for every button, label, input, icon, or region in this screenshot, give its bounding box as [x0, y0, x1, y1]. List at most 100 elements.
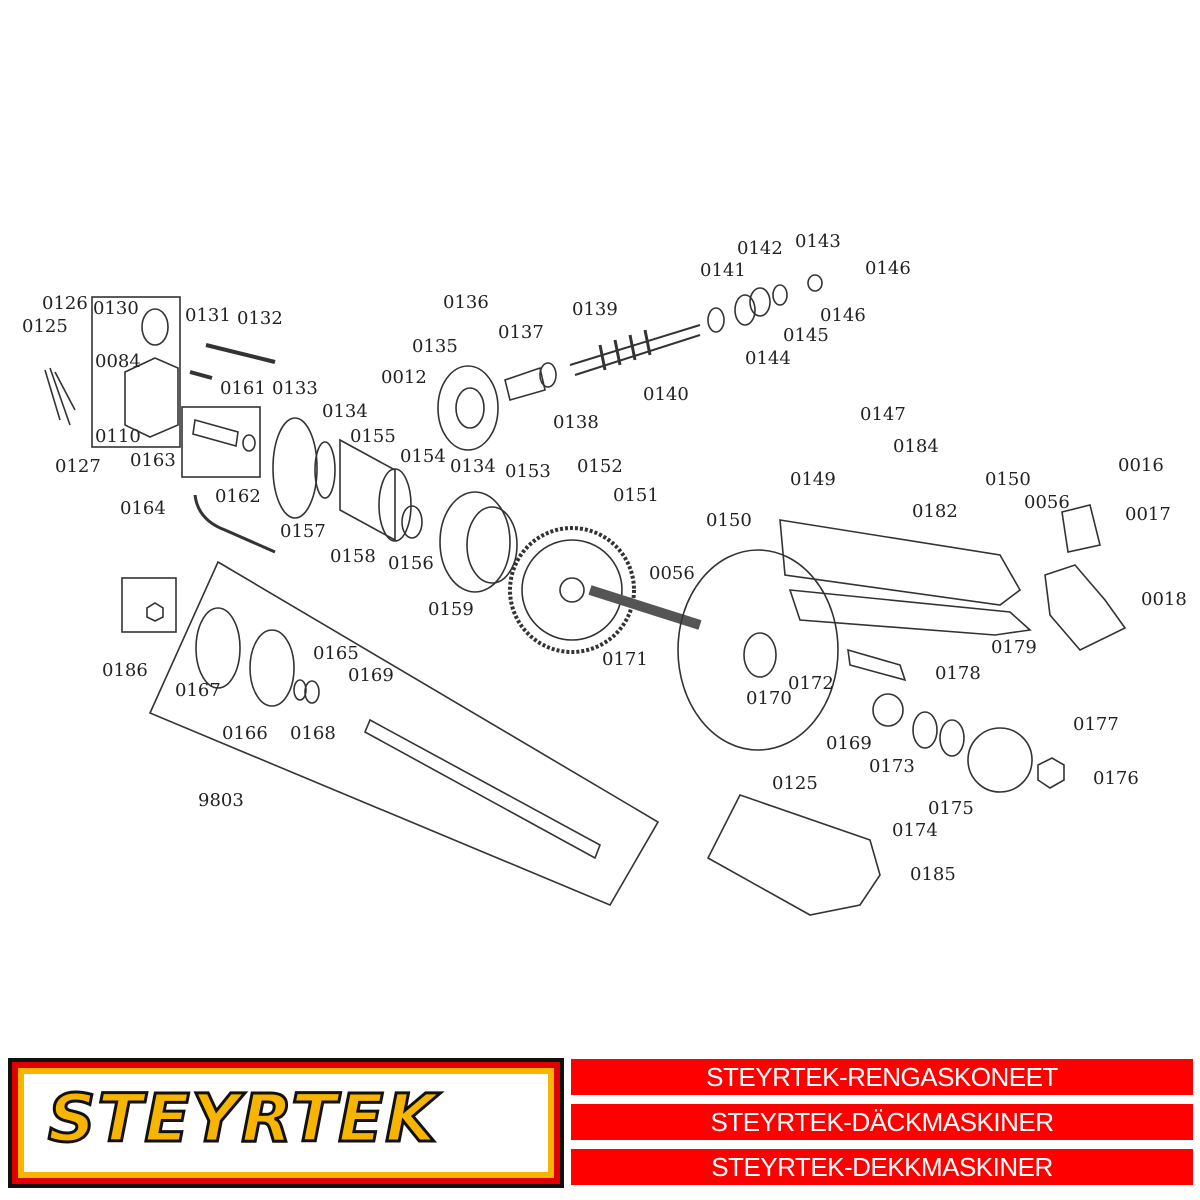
band-swedish: STEYRTEK-DÄCKMASKINER [571, 1104, 1193, 1140]
part-0136-pulley-inner [455, 387, 485, 429]
part-label-0182: 0182 [912, 501, 958, 522]
part-label-0179: 0179 [991, 637, 1037, 658]
part-label-0169: 0169 [348, 665, 394, 686]
part-0173-ring-2 [939, 719, 965, 757]
part-label-0147: 0147 [860, 404, 906, 425]
part-0140-worm [569, 324, 701, 376]
part-label-0127: 0127 [55, 456, 101, 477]
part-label-0158: 0158 [330, 546, 376, 567]
part-label-9803: 9803 [198, 790, 244, 811]
part-label-0140: 0140 [643, 384, 689, 405]
steyrtek-logo: STEYRTEK [8, 1058, 564, 1188]
part-0155-sleeve [339, 438, 396, 542]
part-label-0145: 0145 [783, 325, 829, 346]
part-0186-nut [146, 602, 164, 622]
part-label-0133: 0133 [272, 378, 318, 399]
part-label-0184: 0184 [893, 436, 939, 457]
valve-group-frame [91, 296, 181, 448]
band-norwegian: STEYRTEK-DEKKMASKINER [571, 1149, 1193, 1185]
part-label-0134: 0134 [450, 456, 496, 477]
part-label-0154: 0154 [400, 446, 446, 467]
part-0127-lever [44, 367, 76, 426]
part-label-0056: 0056 [1024, 492, 1070, 513]
part-label-0157: 0157 [280, 521, 326, 542]
part-0149-arm-lower [788, 589, 1032, 636]
part-label-0167: 0167 [175, 680, 221, 701]
part-0176-nut [1037, 757, 1065, 789]
part-0161-ring [242, 434, 256, 452]
part-label-0137: 0137 [498, 322, 544, 343]
part-0185-guard [706, 794, 881, 916]
part-0171-disc [677, 549, 839, 751]
part-0169-bushing [872, 693, 904, 727]
part-label-0125: 0125 [772, 773, 818, 794]
part-0142-ring [734, 294, 756, 326]
part-0138-washer [539, 362, 557, 388]
part-label-0141: 0141 [700, 260, 746, 281]
part-0144-bearing [749, 287, 771, 317]
part-label-0171: 0171 [602, 649, 648, 670]
part-0131-screw [189, 370, 213, 380]
part-label-0012: 0012 [381, 367, 427, 388]
part-0152-gear-inner [521, 539, 623, 641]
part-label-0162: 0162 [215, 486, 261, 507]
part-label-0146: 0146 [820, 305, 866, 326]
part-label-0150: 0150 [985, 469, 1031, 490]
part-label-0016: 0016 [1118, 455, 1164, 476]
part-0152-gear-hub [559, 577, 585, 603]
part-label-0126: 0126 [42, 293, 88, 314]
part-0140-thread [598, 329, 652, 371]
part-label-0161: 0161 [220, 378, 266, 399]
part-label-0018: 0018 [1141, 589, 1187, 610]
part-0177-flange [967, 727, 1033, 793]
part-label-0155: 0155 [350, 426, 396, 447]
part-0166-seal [249, 629, 295, 707]
part-label-0150: 0150 [706, 510, 752, 531]
part-label-0151: 0151 [613, 485, 659, 506]
part-label-0110: 0110 [95, 426, 141, 447]
part-label-0165: 0165 [313, 643, 359, 664]
part-0134-ring [314, 441, 336, 499]
part-label-0176: 0176 [1093, 768, 1139, 789]
part-label-0017: 0017 [1125, 504, 1171, 525]
part-label-0168: 0168 [290, 723, 336, 744]
part-label-0159: 0159 [428, 599, 474, 620]
part-label-0156: 0156 [388, 553, 434, 574]
part-label-0138: 0138 [553, 412, 599, 433]
logo-wordmark: STEYRTEK [47, 1079, 439, 1159]
part-label-0152: 0152 [577, 456, 623, 477]
part-0165-ring [304, 680, 320, 704]
part-label-0186: 0186 [102, 660, 148, 681]
part-label-0166: 0166 [222, 723, 268, 744]
valve-detail-frame [181, 406, 261, 478]
part-label-0135: 0135 [412, 336, 458, 357]
part-0153-face [466, 506, 518, 584]
part-0173-ring [912, 711, 938, 749]
part-9803-rod [363, 718, 601, 860]
part-0017-clip [1061, 504, 1101, 553]
part-label-0173: 0173 [869, 756, 915, 777]
part-0137-spacer [504, 366, 546, 401]
part-label-0185: 0185 [910, 864, 956, 885]
part-label-0163: 0163 [130, 450, 176, 471]
part-0156-ring [401, 505, 423, 539]
band-finnish: STEYRTEK-RENGASKONEET [571, 1059, 1193, 1095]
part-label-0136: 0136 [443, 292, 489, 313]
part-0152-gear [508, 526, 636, 654]
part-0170-bushing [743, 632, 777, 678]
exploded-parts-diagram [44, 274, 1127, 916]
part-0164-hose [193, 494, 276, 554]
part-0186-frame [121, 577, 177, 633]
part-label-0134: 0134 [322, 401, 368, 422]
part-label-0177: 0177 [1073, 714, 1119, 735]
part-0130-ring [141, 308, 169, 346]
part-0155-end [378, 468, 412, 542]
part-0145-washer [772, 284, 788, 306]
part-label-0143: 0143 [795, 231, 841, 252]
part-0178-link [847, 648, 907, 682]
part-label-0164: 0164 [120, 498, 166, 519]
part-0133-flange [272, 417, 318, 519]
part-label-0144: 0144 [745, 348, 791, 369]
part-label-0169: 0169 [826, 733, 872, 754]
